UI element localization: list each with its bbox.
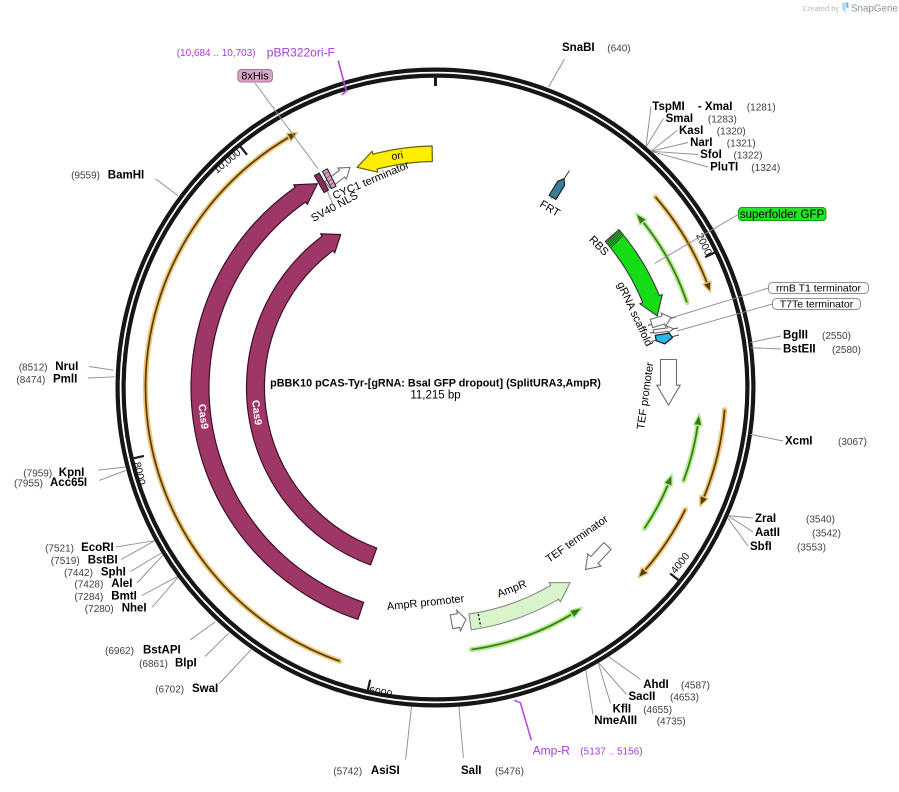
- svg-text:(6702): (6702): [155, 685, 184, 696]
- svg-text:(1321): (1321): [727, 139, 756, 150]
- svg-text:ori: ori: [391, 149, 404, 163]
- svg-text:SfoI: SfoI: [700, 149, 722, 161]
- svg-text:SmaI: SmaI: [666, 113, 694, 125]
- svg-text:Acc65I: Acc65I: [50, 477, 87, 489]
- svg-text:6000: 6000: [368, 685, 393, 701]
- svg-text:T7Te terminator: T7Te terminator: [780, 299, 854, 311]
- svg-text:(5742): (5742): [333, 767, 362, 778]
- svg-text:TspMI: TspMI: [652, 101, 684, 113]
- svg-text:11,215 bp: 11,215 bp: [410, 390, 460, 402]
- svg-text:Amp-R: Amp-R: [533, 744, 571, 758]
- svg-text:KasI: KasI: [679, 125, 703, 137]
- svg-text:SnaBI: SnaBI: [562, 42, 595, 54]
- svg-text:PluTI: PluTI: [710, 162, 738, 174]
- svg-text:PmlI: PmlI: [53, 374, 77, 386]
- svg-text:BstBI: BstBI: [88, 555, 118, 567]
- svg-text:SacII: SacII: [629, 691, 656, 703]
- svg-text:SwaI: SwaI: [192, 683, 218, 695]
- svg-text:(1281): (1281): [747, 103, 776, 114]
- svg-text:BstAPI: BstAPI: [143, 645, 181, 657]
- svg-text:ZraI: ZraI: [755, 513, 776, 525]
- svg-text:(640): (640): [607, 44, 630, 55]
- svg-text:(4655): (4655): [643, 705, 672, 716]
- svg-text:NarI: NarI: [690, 137, 712, 149]
- svg-text:(7284): (7284): [74, 592, 103, 603]
- svg-text:pBBK10 pCAS-Tyr-[gRNA: BsaI GF: pBBK10 pCAS-Tyr-[gRNA: BsaI GFP dropout]…: [270, 378, 601, 390]
- svg-text:(4587): (4587): [681, 681, 710, 692]
- svg-text:(2580): (2580): [832, 345, 861, 356]
- svg-text:(4653): (4653): [670, 693, 699, 704]
- svg-text:KpnI: KpnI: [59, 467, 85, 479]
- svg-text:(3542): (3542): [812, 529, 841, 540]
- svg-text:AleI: AleI: [111, 578, 132, 590]
- svg-text:(3067): (3067): [838, 437, 867, 448]
- svg-text:(1324): (1324): [751, 163, 780, 174]
- svg-text:AsiSI: AsiSI: [371, 765, 400, 777]
- svg-text:(7955): (7955): [14, 479, 43, 490]
- svg-text:(7442): (7442): [64, 568, 93, 579]
- svg-text:EcoRI: EcoRI: [81, 542, 114, 554]
- svg-text:(5137 .. 5156): (5137 .. 5156): [580, 747, 642, 758]
- svg-text:BmtI: BmtI: [111, 591, 137, 603]
- svg-text:(6861): (6861): [139, 659, 168, 670]
- svg-text:Cas9: Cas9: [249, 399, 264, 426]
- svg-text:NmeAIII: NmeAIII: [594, 715, 637, 727]
- svg-text:AhdI: AhdI: [643, 679, 669, 691]
- svg-text:(7519): (7519): [51, 556, 80, 567]
- svg-text:BlpI: BlpI: [175, 658, 197, 670]
- svg-text:KflI: KflI: [613, 704, 632, 716]
- svg-text:(7428): (7428): [74, 580, 103, 591]
- svg-text:(7280): (7280): [85, 604, 114, 615]
- svg-text:(7959): (7959): [23, 469, 52, 480]
- svg-text:XcmI: XcmI: [785, 436, 813, 448]
- svg-text:(9559): (9559): [71, 171, 100, 182]
- svg-text:NruI: NruI: [55, 361, 78, 373]
- svg-text:(10,684 .. 10,703): (10,684 .. 10,703): [177, 48, 256, 59]
- svg-text:Cas9: Cas9: [196, 403, 211, 430]
- svg-text:(6962): (6962): [105, 646, 134, 657]
- svg-text:BamHI: BamHI: [108, 170, 144, 182]
- svg-text:(3553): (3553): [797, 543, 826, 554]
- svg-text:(3540): (3540): [806, 515, 835, 526]
- svg-text:(4735): (4735): [657, 717, 686, 728]
- svg-text:(1322): (1322): [734, 151, 763, 162]
- svg-text:superfolder GFP: superfolder GFP: [740, 209, 825, 221]
- svg-text:8xHis: 8xHis: [241, 71, 269, 83]
- svg-text:SphI: SphI: [101, 567, 126, 579]
- svg-text:NheI: NheI: [122, 603, 147, 615]
- svg-text:(2550): (2550): [822, 331, 851, 342]
- svg-text:rrnB T1 terminator: rrnB T1 terminator: [776, 283, 862, 295]
- svg-text:(8474): (8474): [16, 375, 45, 386]
- svg-text:SbfI: SbfI: [750, 541, 772, 553]
- svg-text:Created by: Created by: [803, 4, 840, 13]
- svg-text:(7521): (7521): [45, 544, 74, 555]
- svg-text:8000: 8000: [131, 461, 148, 487]
- svg-text:AatII: AatII: [755, 527, 780, 539]
- svg-text:SalI: SalI: [461, 765, 481, 777]
- svg-text:(5476): (5476): [495, 767, 524, 778]
- svg-text:- XmaI: - XmaI: [698, 101, 733, 113]
- svg-text:BstEII: BstEII: [783, 344, 816, 356]
- svg-text:(1283): (1283): [708, 115, 737, 126]
- svg-text:(1320): (1320): [717, 127, 746, 138]
- svg-text:SnapGene: SnapGene: [851, 4, 898, 15]
- svg-text:BglII: BglII: [783, 330, 808, 342]
- svg-text:pBR322ori-F: pBR322ori-F: [267, 46, 335, 60]
- svg-text:(8512): (8512): [19, 363, 48, 374]
